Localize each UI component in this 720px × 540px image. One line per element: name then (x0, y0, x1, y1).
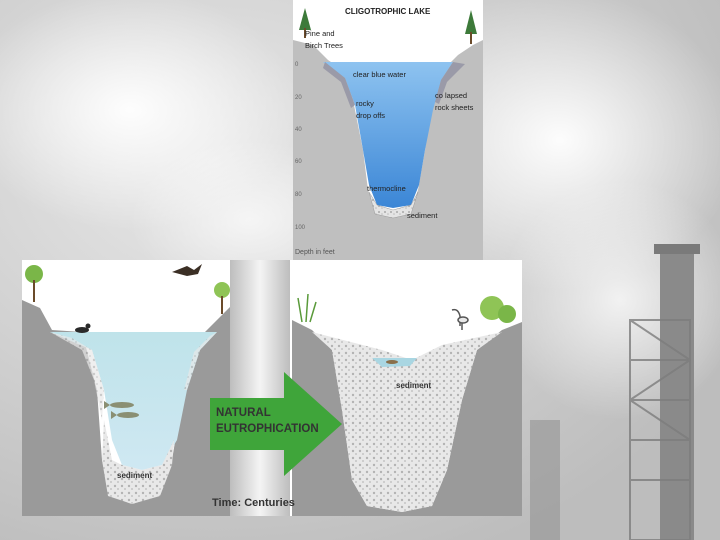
shrub-icon (480, 296, 516, 323)
sediment-label-top: sediment (407, 211, 438, 220)
smokestack-left (530, 420, 560, 540)
depth-tick-100: 100 (295, 225, 306, 231)
tree-icon-right (214, 282, 230, 314)
trees-label-line1: Pine and (305, 29, 335, 38)
collapsed-label-line2: rock sheets (435, 103, 474, 112)
collapsed-label-line1: co lapsed (435, 91, 467, 100)
arrow-label-line2: EUTROPHICATION (216, 423, 319, 435)
duck-icon (75, 324, 91, 334)
depth-tick-80: 80 (295, 192, 302, 198)
tree-icon (25, 265, 43, 302)
depth-tick-40: 40 (295, 127, 302, 133)
time-label: Time: Centuries (212, 497, 295, 509)
clear-water-label: clear blue water (353, 70, 406, 79)
oligotrophic-lake-diagram: 0 20 40 60 80 100 Depth in feet CLIGOTRO… (293, 0, 483, 262)
right-sediment-label: sediment (396, 381, 431, 390)
heron-icon (452, 310, 468, 330)
birch-tree-icon (465, 10, 477, 44)
reed-icon (298, 294, 316, 322)
smokestack-right (654, 244, 700, 540)
depth-axis-label: Depth in feet (295, 249, 335, 256)
natural-eutrophication-diagram: sediment sediment NATURAL EUTROPHICATION… (22, 260, 522, 516)
hawk-icon (172, 264, 202, 276)
oligotrophic-title: CLIGOTROPHIC LAKE (345, 7, 431, 16)
trees-label-line2: Birch Trees (305, 41, 343, 50)
rocky-label-line2: drop offs (356, 111, 385, 120)
rocky-label-line1: rocky (356, 99, 374, 108)
thermocline-label: thermocline (367, 184, 406, 193)
arrow-label-line1: NATURAL (216, 407, 271, 419)
pond-fish-icon (386, 360, 398, 364)
depth-tick-60: 60 (295, 159, 302, 165)
left-sediment-label: sediment (117, 471, 152, 480)
depth-tick-20: 20 (295, 95, 302, 101)
